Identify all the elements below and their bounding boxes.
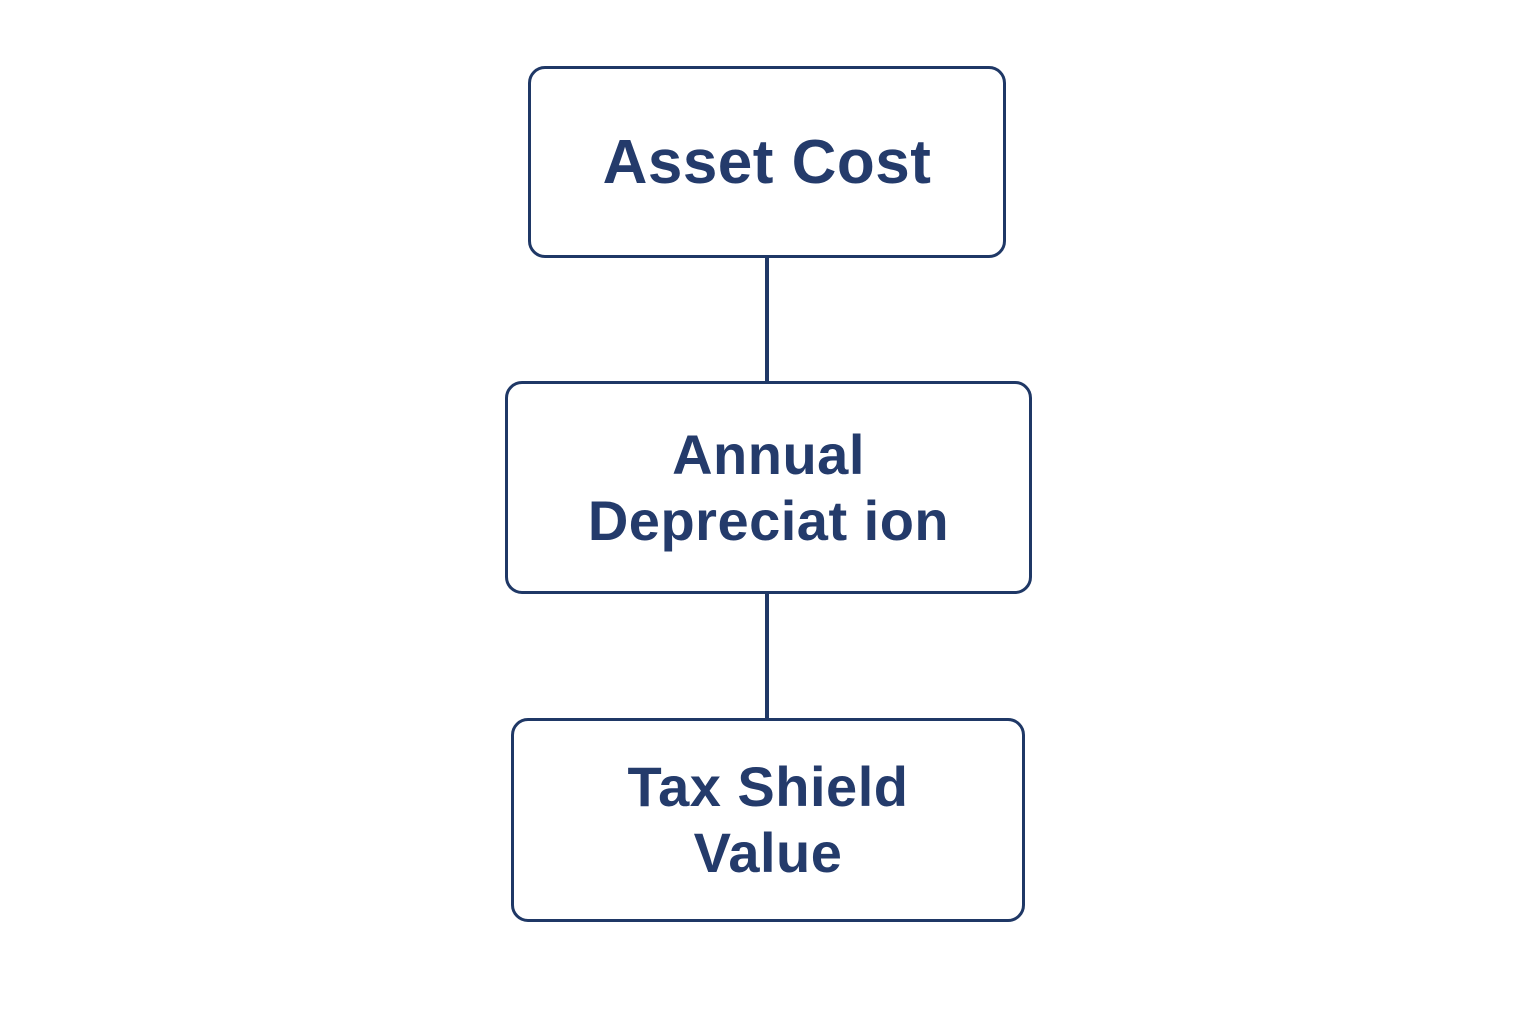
node-tax-shield-value: Tax Shield Value <box>511 718 1025 922</box>
node-annual-depreciation-label: Annual Depreciat ion <box>587 422 950 552</box>
connector-annual-depreciation-to-tax-shield-value <box>765 592 769 721</box>
node-asset-cost-label: Asset Cost <box>602 127 932 197</box>
node-asset-cost: Asset Cost <box>528 66 1006 258</box>
node-annual-depreciation: Annual Depreciat ion <box>505 381 1032 594</box>
node-tax-shield-value-label: Tax Shield Value <box>627 755 909 884</box>
connector-asset-cost-to-annual-depreciation <box>765 256 769 384</box>
